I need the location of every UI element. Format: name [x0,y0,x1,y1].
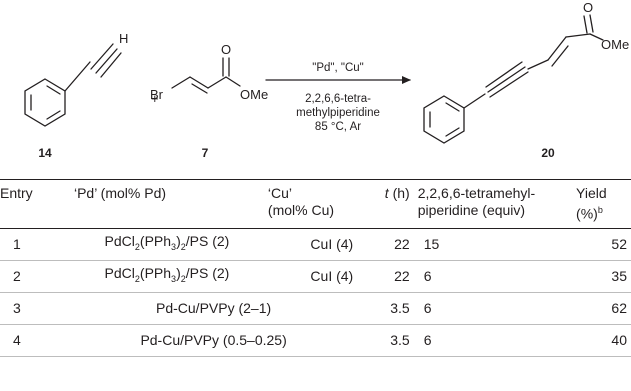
cell-entry: 3 [13,300,21,317]
cell-time: 22 [394,236,410,253]
cell-cu: CuI (4) [310,236,354,253]
results-table: Entry ‘Pd’ (mol% Pd) ‘Cu’(mol% Cu) t (h)… [0,179,631,357]
reaction-conditions-reagents: "Pd", "Cu" [312,62,364,74]
cell-bimetallic-catalyst: Pd-Cu/PVPy (2–1) [156,300,272,317]
reaction-arrowhead [402,76,411,84]
header-cu: ‘Cu’(mol% Cu) [267,185,335,218]
cell-yield: 40 [611,332,627,349]
atom-ome-compound-20: OMe [601,37,629,52]
table-row: 4 Pd-Cu/PVPy (0.5–0.25) 3.5 6 40 [0,324,631,357]
reaction-scheme: H + Br O OMe O OMe "Pd", "Cu" 2,2,6,6-te… [24,0,629,160]
atom-ome-compound-7: OMe [240,87,268,102]
cell-yield: 52 [611,236,627,253]
header-entry: Entry [0,185,33,201]
table-row: 3 Pd-Cu/PVPy (2–1) 3.5 6 62 [0,292,631,325]
header-yield: Yield(%)b [576,185,607,222]
cell-equiv: 6 [423,300,432,317]
cell-equiv: 15 [423,236,440,253]
compound-7-structure [171,57,241,94]
cell-yield: 35 [611,268,627,285]
cell-entry: 1 [13,236,21,253]
header-time: t (h) [384,185,410,201]
reaction-conditions-base-line2: methylpiperidine [296,107,380,119]
table-row: 1 PdCl2(PPh3)2/PS (2) CuI (4) 22 15 52 [0,228,631,261]
cell-bimetallic-catalyst: Pd-Cu/PVPy (0.5–0.25) [140,332,287,349]
table-row: 2 PdCl2(PPh3)2/PS (2) CuI (4) 22 6 35 [0,260,631,293]
cell-time: 3.5 [390,300,410,317]
cell-entry: 2 [13,268,21,285]
cell-pd-catalyst: PdCl2(PPh3)2/PS (2) [104,265,230,285]
cell-yield: 62 [611,300,627,317]
cell-entry: 4 [13,332,21,349]
atom-br: Br [150,87,164,102]
reaction-conditions-temperature: 85 °C, Ar [315,121,361,133]
atom-h: H [119,31,128,46]
compound-label-14: 14 [38,146,52,160]
compound-label-20: 20 [541,146,555,160]
header-pd: ‘Pd’ (mol% Pd) [73,185,167,201]
plus-sign: + [151,91,159,106]
cell-equiv: 6 [423,332,432,349]
atom-o-compound-7: O [221,42,231,57]
cell-equiv: 6 [423,268,432,285]
atom-o-compound-20: O [583,0,593,15]
reaction-conditions-base-line1: 2,2,6,6-tetra- [305,93,371,105]
table-header-row: Entry ‘Pd’ (mol% Pd) ‘Cu’(mol% Cu) t (h)… [0,179,631,229]
header-base-equiv: 2,2,6,6-tetramehyl-piperidine (equiv) [417,185,536,218]
cell-time: 3.5 [390,332,410,349]
compound-14-structure [24,43,122,127]
compound-20-structure [423,14,604,144]
cell-pd-catalyst: PdCl2(PPh3)2/PS (2) [104,233,230,253]
cell-cu: CuI (4) [310,268,354,285]
cell-time: 22 [394,268,410,285]
compound-label-7: 7 [202,146,209,160]
